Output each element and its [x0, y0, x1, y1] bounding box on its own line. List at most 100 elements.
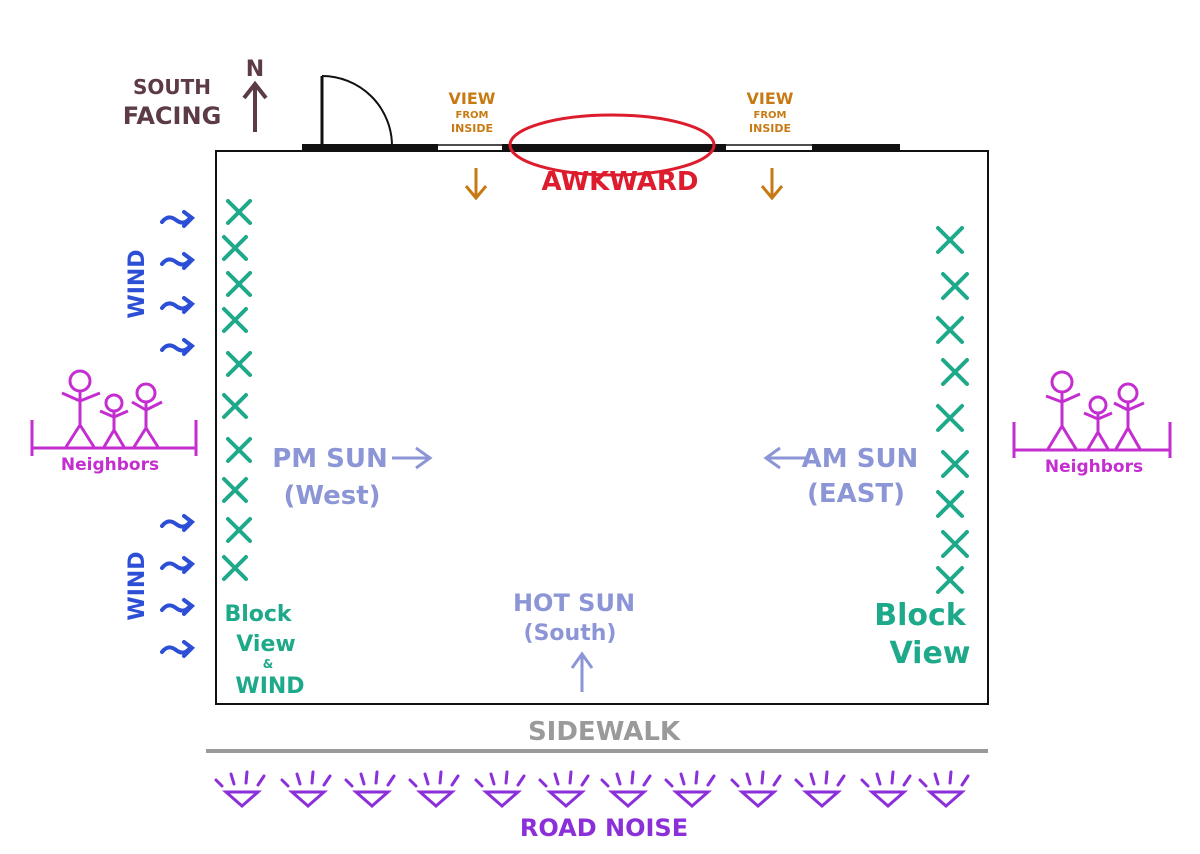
svg-text:WIND: WIND [235, 674, 304, 699]
road-noise-icon [664, 770, 716, 808]
road-noise-label: ROAD NOISE [520, 814, 688, 842]
south-facing-line2: FACING [123, 102, 222, 130]
svg-text:Block: Block [224, 602, 292, 627]
wind-arrow-icon [160, 556, 196, 574]
am-sun-label: AM SUN [802, 444, 919, 474]
road-noise-icon [860, 770, 912, 808]
awkward-group: AWKWARD [508, 113, 716, 197]
svg-text:View: View [236, 632, 295, 657]
svg-text:&: & [263, 657, 273, 671]
road-noise-icon [474, 770, 526, 808]
wind-upper-label: WIND [125, 249, 150, 318]
sidewalk-group: SIDEWALK [206, 717, 988, 753]
svg-text:INSIDE: INSIDE [749, 122, 791, 135]
south-facing-line1: SOUTH [133, 75, 211, 99]
neighbors-right: Neighbors [1012, 370, 1172, 477]
road-noise-icon [600, 770, 652, 808]
wind-arrow-icon [160, 338, 196, 356]
road-noise-icon [408, 770, 460, 808]
plant-x-icon [226, 271, 252, 297]
up-arrow-icon [570, 651, 594, 692]
hot-sun-group: HOT SUN (South) [513, 589, 635, 692]
left-arrow-icon [763, 446, 808, 470]
am-sun-group: AM SUN (EAST) [763, 444, 919, 509]
wind-lower-group: WIND [125, 514, 196, 658]
road-noise-icon [280, 770, 332, 808]
plant-x-icon [936, 404, 964, 432]
plant-x-icon [222, 393, 248, 419]
road-noise-icon [538, 770, 590, 808]
svg-text:Block: Block [874, 598, 967, 633]
wind-arrow-icon [160, 210, 196, 228]
neighbors-right-label: Neighbors [1045, 457, 1143, 477]
wind-upper-group: WIND [125, 210, 196, 356]
wind-arrow-icon [160, 640, 196, 658]
north-arrow-icon [242, 80, 268, 132]
plant-x-icon [226, 199, 252, 225]
road-noise-icon [344, 770, 396, 808]
plant-x-icon [222, 307, 248, 333]
svg-text:FROM: FROM [754, 110, 787, 121]
wind-arrow-icon [160, 252, 196, 270]
plant-x-icon [941, 530, 969, 558]
am-sun-direction: (EAST) [807, 479, 905, 509]
neighbors-people-icon [30, 369, 198, 456]
road-noise-icon [918, 770, 970, 808]
orientation-group: SOUTH FACING N [123, 57, 268, 132]
block-view-wind-label: Block View & WIND [224, 602, 304, 699]
plant-x-icon [222, 477, 248, 503]
down-arrow-icon [464, 168, 488, 201]
plant-x-icon [941, 358, 969, 386]
plant-x-icon [936, 316, 964, 344]
top-wall [302, 144, 900, 152]
pm-sun-group: PM SUN (West) [272, 444, 433, 511]
wind-lower-label: WIND [125, 551, 150, 620]
right-arrow-icon [392, 446, 433, 470]
plant-x-icon [936, 226, 964, 254]
wind-arrows-lower [160, 514, 196, 658]
road-noise-icons [214, 770, 970, 808]
awkward-ellipse [508, 113, 716, 177]
view-from-inside-right: VIEW FROM INSIDE [747, 89, 794, 201]
hot-sun-label: HOT SUN [513, 589, 635, 617]
north-label: N [246, 57, 264, 82]
plant-x-icon [226, 351, 252, 377]
neighbors-left: Neighbors [30, 369, 198, 475]
plant-x-icon [936, 566, 964, 594]
wind-arrow-icon [160, 296, 196, 314]
svg-text:INSIDE: INSIDE [451, 122, 493, 135]
svg-text:View: View [889, 636, 970, 671]
road-noise-icon [214, 770, 266, 808]
plant-row-left [222, 199, 252, 581]
plant-row-right [936, 226, 969, 594]
plant-x-icon [222, 555, 248, 581]
plant-x-icon [941, 272, 969, 300]
pm-sun-label: PM SUN [272, 444, 388, 474]
plant-x-icon [226, 517, 252, 543]
road-noise-icon [794, 770, 846, 808]
pm-sun-direction: (West) [283, 481, 380, 511]
sidewalk-label: SIDEWALK [528, 717, 681, 747]
plant-x-icon [226, 437, 252, 463]
door-icon [320, 75, 393, 148]
svg-text:VIEW: VIEW [747, 89, 794, 108]
plant-x-icon [222, 235, 248, 261]
wind-arrows-upper [160, 210, 196, 356]
road-noise-icon [730, 770, 782, 808]
wind-arrow-icon [160, 598, 196, 616]
window-left [438, 144, 502, 152]
wind-arrow-icon [160, 514, 196, 532]
svg-text:FROM: FROM [456, 110, 489, 121]
view-from-inside-left: VIEW FROM INSIDE [449, 89, 496, 201]
down-arrow-icon [760, 168, 784, 201]
svg-text:VIEW: VIEW [449, 89, 496, 108]
block-view-label: Block View [874, 598, 970, 671]
awkward-label: AWKWARD [541, 167, 698, 197]
hot-sun-direction: (South) [524, 621, 617, 646]
neighbors-left-label: Neighbors [61, 455, 159, 475]
plant-x-icon [936, 490, 964, 518]
plant-x-icon [941, 450, 969, 478]
neighbors-people-icon [1012, 370, 1172, 458]
window-right [726, 144, 812, 152]
